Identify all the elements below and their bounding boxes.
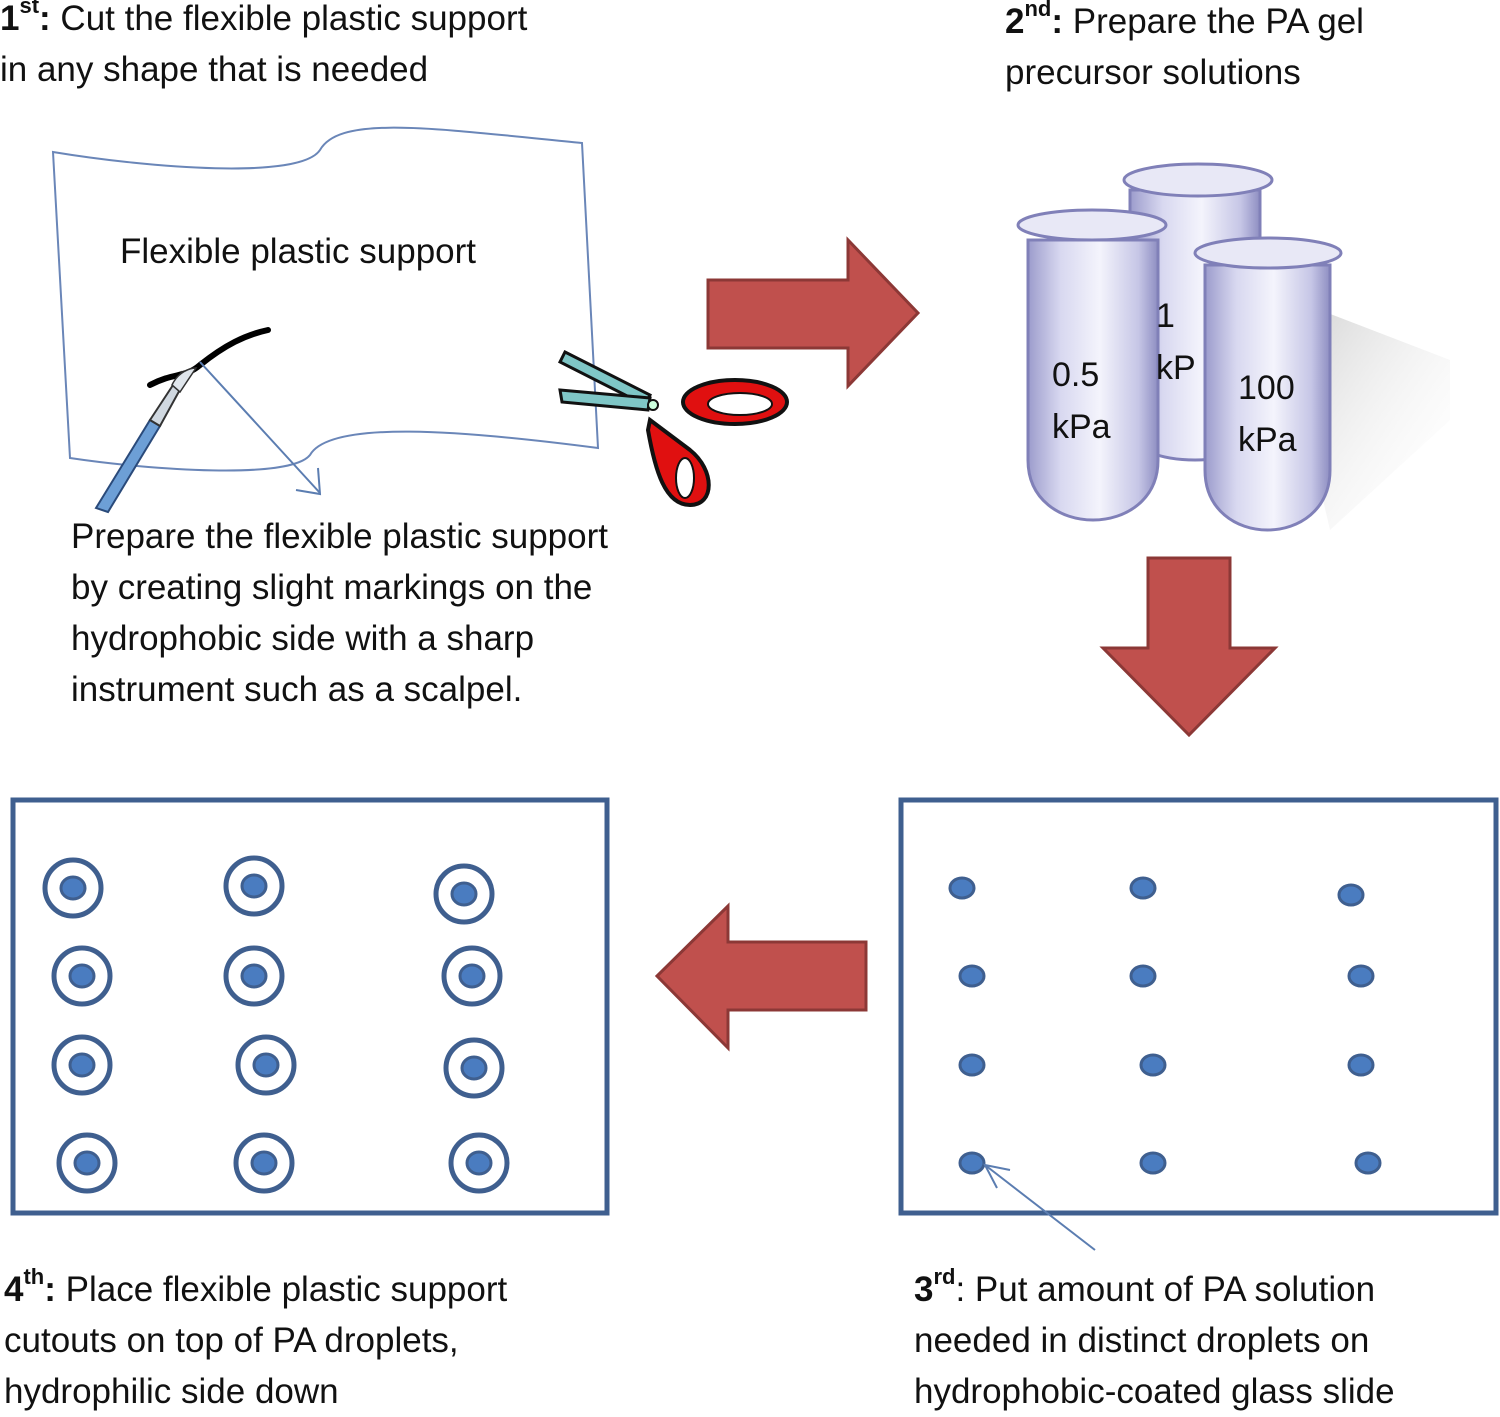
step4-line-2: cutouts on top of PA droplets, [4, 1321, 459, 1360]
step3-ordinal: 3 [914, 1270, 934, 1309]
pa-droplet [73, 1150, 101, 1176]
step2-line-2: precursor solutions [1005, 53, 1301, 92]
tube-0-5kpa [1016, 208, 1168, 522]
support-cutout [42, 857, 104, 919]
support-cutout [223, 855, 285, 917]
step1-line-1: Cut the flexible plastic support [60, 0, 528, 38]
pa-droplet [1347, 1053, 1375, 1077]
tube-100kpa [1193, 236, 1343, 532]
support-cutout [51, 945, 113, 1007]
support-cutout [441, 945, 503, 1007]
pa-droplet [252, 1052, 280, 1078]
pa-droplet [1347, 964, 1375, 988]
pa-droplet [450, 881, 478, 907]
pa-droplet [59, 875, 87, 901]
pa-droplet [1337, 883, 1365, 907]
droplet-callout-arrow [983, 1163, 1096, 1251]
pa-droplet [465, 1150, 493, 1176]
tube-0-unit: kPa [1052, 408, 1111, 446]
tube-2-value: 100 [1238, 369, 1295, 407]
tube-label-0-5: 0.5 kPa [1052, 349, 1111, 453]
step1-line-2: in any shape that is needed [0, 50, 429, 89]
tube-1-unit: kP [1156, 349, 1196, 387]
pa-droplet [458, 963, 486, 989]
step4-title: 4th: Place flexible plastic support [4, 1264, 508, 1310]
step3-suffix: rd [933, 1264, 956, 1289]
step3-title: 3rd: Put amount of PA solution [914, 1264, 1376, 1310]
support-cutout [233, 1132, 295, 1194]
support-cutout [51, 1034, 113, 1096]
pa-droplet [958, 964, 986, 988]
pa-droplet [240, 873, 268, 899]
pa-droplet [958, 1053, 986, 1077]
step4-line-3: hydrophilic side down [4, 1372, 339, 1411]
step2-line-1: Prepare the PA gel [1072, 2, 1364, 41]
support-cutout [448, 1132, 510, 1194]
pa-droplet [250, 1150, 278, 1176]
flow-arrow-down [1099, 556, 1279, 738]
slide-step3 [898, 797, 1499, 1216]
support-cutout [235, 1034, 297, 1096]
pa-droplet [68, 1052, 96, 1078]
marking-note-line-1: Prepare the flexible plastic support [71, 517, 608, 556]
flow-arrow-right [706, 236, 921, 390]
support-cutout [223, 945, 285, 1007]
step4-line-1: Place flexible plastic support [65, 1270, 508, 1309]
pa-droplet [948, 876, 976, 900]
pa-droplet [1139, 1053, 1167, 1077]
marking-note-line-4: instrument such as a scalpel. [71, 670, 523, 709]
pa-droplet [958, 1151, 986, 1175]
step2-title: 2nd: Prepare the PA gel [1005, 0, 1364, 47]
pa-droplet [1139, 1151, 1167, 1175]
step2-suffix: nd [1024, 0, 1052, 21]
step4-ordinal: 4 [4, 1270, 24, 1309]
plastic-support-sheet [51, 126, 600, 472]
tubes-shadow [1300, 310, 1450, 530]
support-cutout [443, 1037, 505, 1099]
scalpel-marking [147, 327, 271, 388]
pa-droplet [68, 963, 96, 989]
step3-line-2: needed in distinct droplets on [914, 1321, 1370, 1360]
step2-ordinal: 2 [1005, 2, 1025, 41]
pa-droplet [1129, 964, 1157, 988]
marking-note-line-3: hydrophobic side with a sharp [71, 619, 535, 658]
tube-label-100: 100 kPa [1238, 362, 1297, 466]
marking-note-line-2: by creating slight markings on the [71, 568, 593, 607]
pa-droplet [460, 1055, 488, 1081]
tube-2-unit: kPa [1238, 421, 1297, 459]
step3-line-1: Put amount of PA solution [974, 1270, 1376, 1309]
step4-suffix: th [23, 1264, 45, 1289]
marking-callout-arrow [199, 361, 322, 496]
support-cutout [56, 1132, 118, 1194]
pa-droplet [240, 963, 268, 989]
flow-arrow-left [654, 902, 868, 1052]
step1-title: 1st: Cut the flexible plastic support [0, 0, 527, 44]
pa-droplet [1354, 1151, 1382, 1175]
tube-label-1: 1 kP [1156, 290, 1196, 394]
plastic-support-label: Flexible plastic support [120, 232, 476, 271]
scissors-icon [557, 349, 789, 508]
cutout-grid [42, 855, 510, 1194]
step3-line-3: hydrophobic-coated glass slide [914, 1372, 1395, 1411]
tube-0-value: 0.5 [1052, 356, 1100, 394]
droplet-grid [948, 876, 1382, 1175]
step1-ordinal: 1 [0, 0, 20, 38]
pa-droplet [1129, 876, 1157, 900]
slide-step4 [10, 797, 610, 1216]
support-cutout [433, 863, 495, 925]
tube-1-value: 1 [1156, 297, 1175, 335]
scalpel-icon [94, 367, 198, 514]
step1-suffix: st [19, 0, 40, 18]
